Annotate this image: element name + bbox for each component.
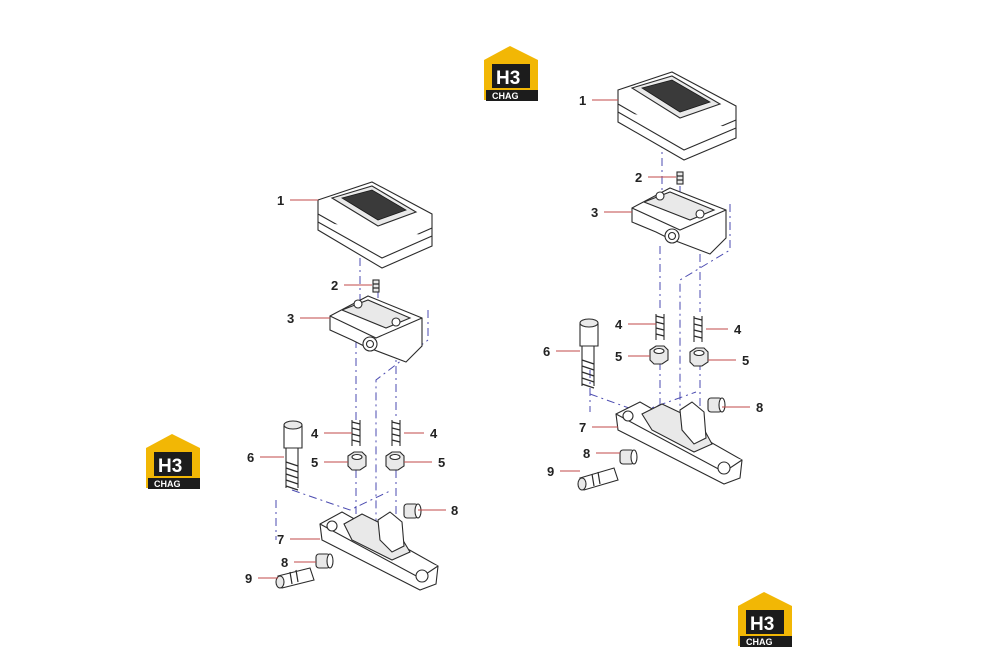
left-bushing-a [403,503,422,519]
left-bolt [283,420,303,491]
left-leader-lines [258,199,446,579]
right-callout-4a: 4 [615,317,623,332]
right-callout-3: 3 [591,205,598,220]
left-bushing-b [315,553,334,569]
left-callout-8b: 8 [281,555,288,570]
left-rubber-cover [317,181,433,269]
left-base-plate [319,511,439,591]
left-set-screw [372,279,380,293]
right-assembly: 1 2 3 4 4 5 5 6 7 8 8 9 [543,71,763,491]
right-callout-5a: 5 [615,349,622,364]
left-callout-5b: 5 [438,455,445,470]
left-assembly: 1 2 3 4 4 5 5 6 7 8 8 9 [245,181,458,591]
svg-text:CHAG: CHAG [492,91,519,101]
right-set-screw [676,171,684,185]
right-nut-a [649,345,669,365]
right-callout-6: 6 [543,344,550,359]
left-callout-7: 7 [277,532,284,547]
left-callout-2: 2 [331,278,338,293]
left-bracket [329,295,423,363]
right-base-plate [615,401,743,485]
right-callout-8b: 8 [583,446,590,461]
right-callout-1: 1 [579,93,586,108]
left-callout-3: 3 [287,311,294,326]
right-nut-b [689,347,709,367]
left-callout-4b: 4 [430,426,438,441]
right-spring-a [655,314,665,340]
right-callout-5b: 5 [742,353,749,368]
left-callout-4a: 4 [311,426,319,441]
right-bushing-b [619,449,638,465]
right-pin [577,467,619,491]
svg-text:CHAG: CHAG [746,637,773,647]
left-callout-1: 1 [277,193,284,208]
right-bolt [579,318,599,389]
svg-text:CHAG: CHAG [154,479,181,489]
svg-text:H3: H3 [496,68,520,89]
brand-logo-left: H3 CHAG [146,434,200,489]
left-callout-8a: 8 [451,503,458,518]
left-callout-9: 9 [245,571,252,586]
left-pin [275,567,315,589]
svg-text:H3: H3 [158,456,182,477]
left-spring-b [391,420,401,446]
right-callout-4b: 4 [734,322,742,337]
left-callout-5a: 5 [311,455,318,470]
brand-logo-top: H3 CHAG [484,46,538,101]
left-nut-b [385,451,405,471]
right-spring-b [693,316,703,342]
right-assembly-centerlines [589,140,731,420]
left-callout-6: 6 [247,450,254,465]
right-callout-2: 2 [635,170,642,185]
right-callout-8a: 8 [756,400,763,415]
svg-text:H3: H3 [750,614,774,635]
right-callout-9: 9 [547,464,554,479]
brand-logo-bottom-right: H3 CHAG [738,592,792,647]
right-rubber-cover [617,71,737,161]
right-callout-7: 7 [579,420,586,435]
left-nut-a [347,451,367,471]
left-spring-a [351,420,361,446]
right-bushing-a [707,397,726,413]
right-leader-lines [556,99,750,472]
right-bracket [631,187,727,255]
